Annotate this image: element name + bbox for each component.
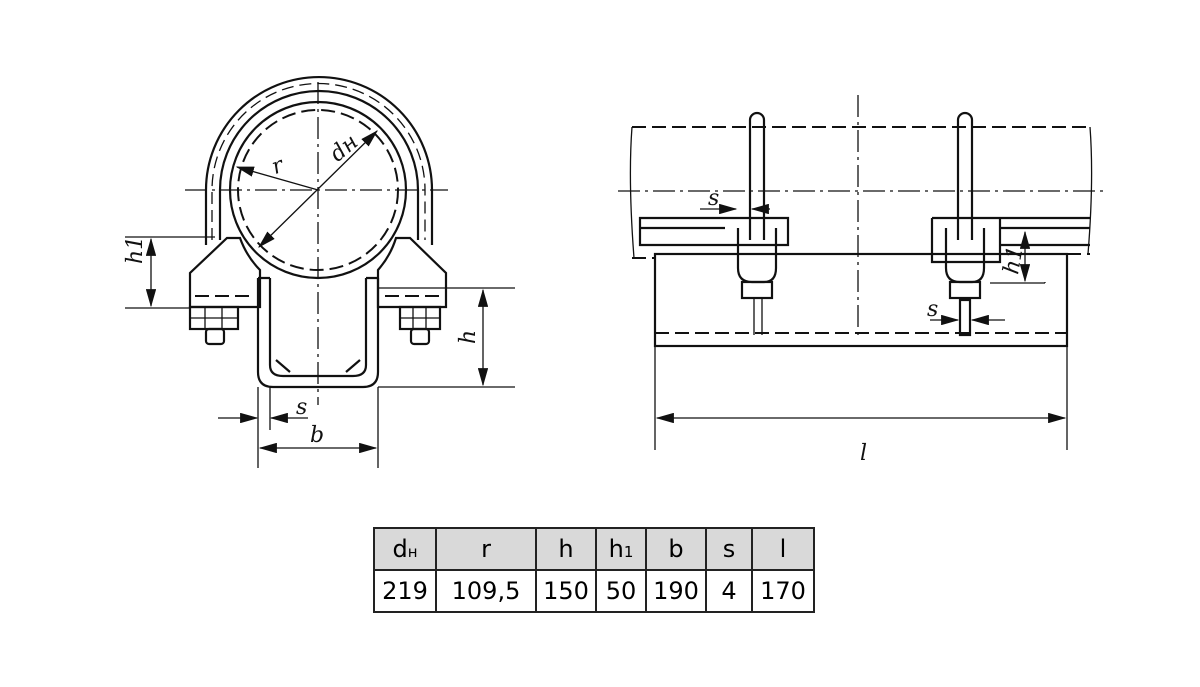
label-s-top: s	[708, 186, 719, 211]
header-r: r	[435, 527, 537, 571]
label-dn: dн	[325, 130, 363, 168]
table-row: 219 109,5 150 50 190 4 170	[373, 569, 815, 613]
value-s: 4	[705, 569, 753, 613]
left-support-block	[188, 236, 262, 309]
left-flange	[638, 216, 790, 247]
label-s-bottom: s	[927, 297, 938, 322]
label-l: l	[860, 441, 867, 466]
header-h: h	[535, 527, 597, 571]
label-b: b	[310, 423, 324, 448]
left-nut-icon	[188, 305, 240, 346]
table-header-row: dн r h h1 b s l	[373, 527, 815, 571]
value-h1: 50	[595, 569, 647, 613]
right-support-block	[376, 236, 448, 309]
front-view: r dн h1 h s b	[123, 75, 515, 468]
value-b: 190	[645, 569, 707, 613]
right-bolt	[944, 111, 986, 337]
u-bolt-outer	[204, 75, 434, 245]
header-b: b	[645, 527, 707, 571]
u-bolt-axis	[211, 82, 426, 240]
value-dn: 219	[373, 569, 437, 613]
label-h1: h1	[123, 236, 148, 264]
label-s: s	[296, 395, 307, 420]
value-h: 150	[535, 569, 597, 613]
diameter-arrow	[258, 130, 378, 248]
pipe-outline	[228, 100, 408, 280]
label-r: r	[268, 152, 288, 180]
header-dn: dн	[373, 527, 437, 571]
dimensions-table: dн r h h1 b s l 219 109,5 150 50 190 4 1…	[373, 527, 815, 613]
left-bolt	[736, 111, 778, 335]
pipe-hidden-circle	[237, 109, 399, 271]
right-nut-icon	[398, 305, 442, 346]
header-s: s	[705, 527, 753, 571]
side-view: s h1 s l	[618, 95, 1105, 466]
value-r: 109,5	[435, 569, 537, 613]
label-h: h	[456, 330, 481, 344]
header-l: l	[751, 527, 815, 571]
value-l: 170	[751, 569, 815, 613]
label-h1: h1	[999, 244, 1029, 276]
channel-inner	[258, 276, 378, 378]
channel-outer	[256, 278, 380, 389]
right-flange	[930, 216, 1090, 264]
channel-side	[653, 252, 1069, 348]
header-h1: h1	[595, 527, 647, 571]
u-bolt-inner	[218, 89, 420, 240]
